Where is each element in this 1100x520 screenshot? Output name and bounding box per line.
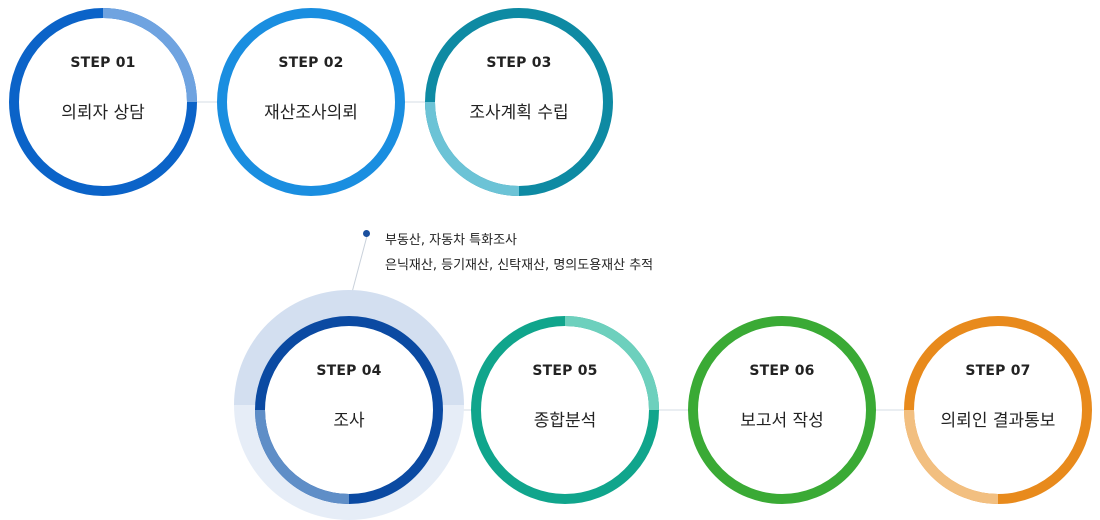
step-06: STEP 06 보고서 작성: [682, 310, 882, 510]
step-02-label: STEP 02: [278, 55, 344, 71]
step-01: STEP 01 의뢰자 상담: [3, 2, 203, 202]
step-06-ring: [688, 316, 876, 504]
step-01-label: STEP 01: [70, 55, 136, 71]
step-04: STEP 04 조사: [249, 310, 449, 510]
step-02: STEP 02 재산조사의뢰: [211, 2, 411, 202]
step-03-ring: [425, 8, 613, 196]
step-05-ring: [471, 316, 659, 504]
note-line-1: 부동산, 자동차 특화조사: [385, 233, 517, 248]
note-bullet: [363, 230, 370, 237]
step-03-title: 조사계획 수립: [469, 103, 569, 123]
step-03: STEP 03 조사계획 수립: [419, 2, 619, 202]
step-07: STEP 07 의뢰인 결과통보: [898, 310, 1098, 510]
step-01-title: 의뢰자 상담: [61, 103, 145, 123]
step-02-ring: [217, 8, 405, 196]
step-03-label: STEP 03: [486, 55, 552, 71]
step-06-label: STEP 06: [749, 363, 815, 379]
step-07-ring: [904, 316, 1092, 504]
step-05: STEP 05 종합분석: [465, 310, 665, 510]
step-06-title: 보고서 작성: [740, 411, 824, 431]
step-04-ring: [255, 316, 443, 504]
note: 부동산, 자동차 특화조사 은닉재산, 등기재산, 신탁재산, 명의도용재산 추…: [385, 228, 653, 278]
step-05-title: 종합분석: [533, 411, 597, 431]
step-07-title: 의뢰인 결과통보: [940, 411, 1056, 431]
step-05-label: STEP 05: [532, 363, 598, 379]
step-04-label: STEP 04: [316, 363, 382, 379]
note-line-2: 은닉재산, 등기재산, 신탁재산, 명의도용재산 추적: [385, 258, 654, 273]
step-01-ring: [9, 8, 197, 196]
step-02-title: 재산조사의뢰: [264, 103, 358, 123]
step-07-label: STEP 07: [965, 363, 1031, 379]
step-04-title: 조사: [333, 411, 365, 431]
